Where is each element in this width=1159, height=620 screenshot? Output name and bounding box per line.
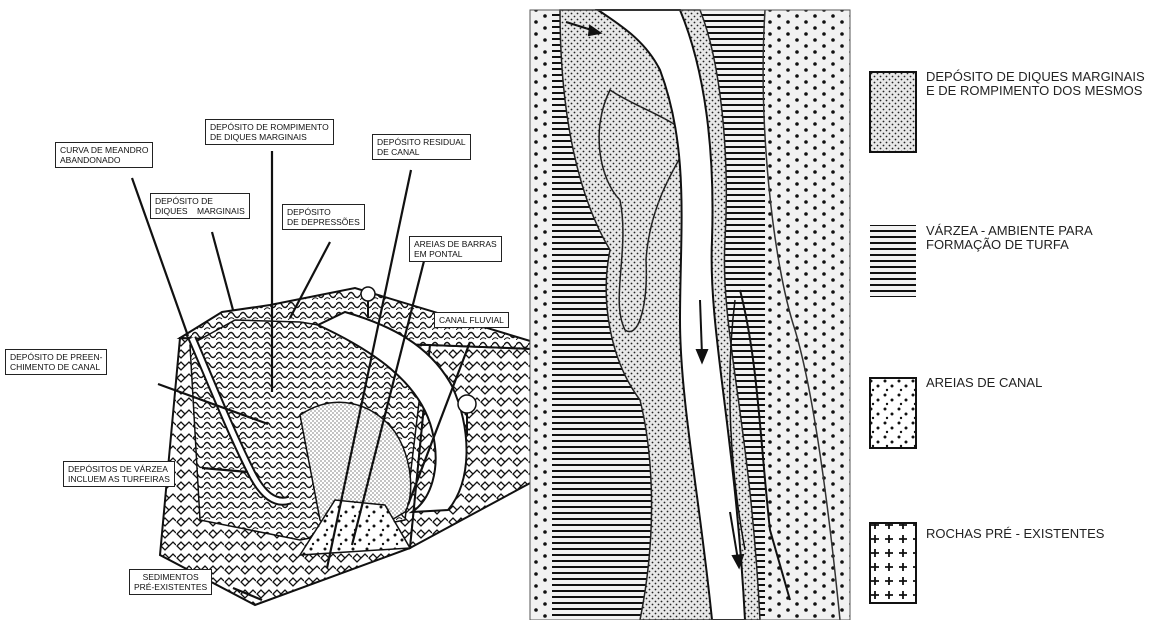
legend-label-varzea: VÁRZEA - AMBIENTE PARA FORMAÇÃO DE TURFA — [926, 224, 1093, 252]
legend-label-pre-existing-rocks: ROCHAS PRÉ - EXISTENTES — [926, 527, 1104, 541]
pre-existing-rock-strip-left — [530, 10, 552, 620]
legend-swatch-crosses — [870, 523, 916, 603]
legend — [870, 72, 916, 603]
label-preenchimento-canal: DEPÓSITO DE PREEN- CHIMENTO DE CANAL — [5, 349, 107, 375]
label-varzea-turfeiras: DEPÓSITOS DE VÁRZEA INCLUEM AS TURFEIRAS — [63, 461, 175, 487]
legend-swatch-stipple — [870, 72, 916, 152]
legend-label-channel-sands: AREIAS DE CANAL — [926, 376, 1042, 390]
legend-label-levee: DEPÓSITO DE DIQUES MARGINAIS E DE ROMPIM… — [926, 70, 1145, 98]
legend-swatch-horizontal-lines — [870, 225, 916, 297]
plan-view-map — [530, 10, 850, 620]
label-rompimento-diques: DEPÓSITO DE ROMPIMENTO DE DIQUES MARGINA… — [205, 119, 334, 145]
label-curva-de-meandro: CURVA DE MEANDRO ABANDONADO — [55, 142, 153, 168]
label-canal-fluvial: CANAL FLUVIAL — [434, 312, 509, 328]
label-barras-em-pontal: AREIAS DE BARRAS EM PONTAL — [409, 236, 502, 262]
label-depressoes: DEPÓSITO DE DEPRESSÕES — [282, 204, 365, 230]
label-sedimentos-pre-existentes: SEDIMENTOS PRÉ-EXISTENTES — [129, 569, 212, 595]
legend-swatch-dots — [870, 378, 916, 448]
label-residual-de-canal: DEPÓSITO RESIDUAL DE CANAL — [372, 134, 471, 160]
pre-existing-rock-strip-right — [765, 10, 850, 620]
label-diques-marginais: DEPÓSITO DE DIQUES MARGINAIS — [150, 193, 250, 219]
